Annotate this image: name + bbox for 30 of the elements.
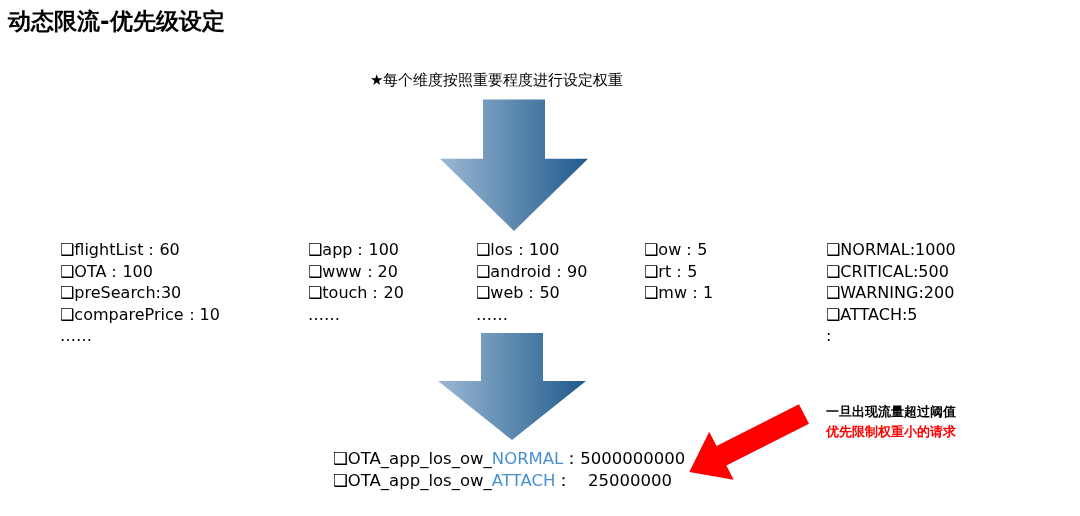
weight-item: ❑rt：5 [644, 260, 699, 282]
weight-item: ❑los：100 [476, 239, 561, 261]
block-arrow [438, 333, 586, 440]
weight-item: ❑web：50 [476, 282, 561, 304]
result-line: ❑OTA_app_los_ow_ATTACH： 25000000 [333, 469, 674, 491]
weight-item: ❑comparePrice：10 [60, 303, 220, 325]
weight-item: ❑android：90 [476, 260, 588, 282]
slide-title: 动态限流-优先级设定 [8, 7, 225, 36]
block-arrow [689, 404, 809, 480]
weight-item: ❑WARNING:200 [826, 282, 956, 304]
weight-item: ❑ow：5 [644, 239, 709, 261]
weight-item: : [826, 325, 833, 347]
weight-item: ❑flightList：60 [60, 239, 181, 261]
weight-item: ❑CRITICAL:500 [826, 260, 950, 282]
weight-item: ❑touch：20 [308, 282, 404, 304]
weight-item: …… [308, 303, 341, 325]
weight-item: ❑www：20 [308, 260, 399, 282]
weight-item: ❑mw：1 [644, 282, 714, 304]
weight-item: …… [476, 303, 509, 325]
weight-item: …… [60, 325, 93, 347]
weight-item: ❑OTA：100 [60, 260, 154, 282]
weight-item: ❑ATTACH:5 [826, 303, 919, 325]
header-note: ★每个维度按照重要程度进行设定权重 [370, 70, 624, 91]
weight-item: ❑preSearch:30 [60, 282, 183, 304]
callout-text: 优先限制权重小的请求 [826, 423, 956, 441]
weight-item: ❑app：100 [308, 239, 400, 261]
block-arrow [440, 99, 588, 231]
callout-text: 一旦出现流量超过阈值 [826, 403, 956, 421]
result-line: ❑OTA_app_los_ow_NORMAL：5000000000 [333, 448, 686, 470]
weight-item: ❑NORMAL:1000 [826, 239, 956, 261]
